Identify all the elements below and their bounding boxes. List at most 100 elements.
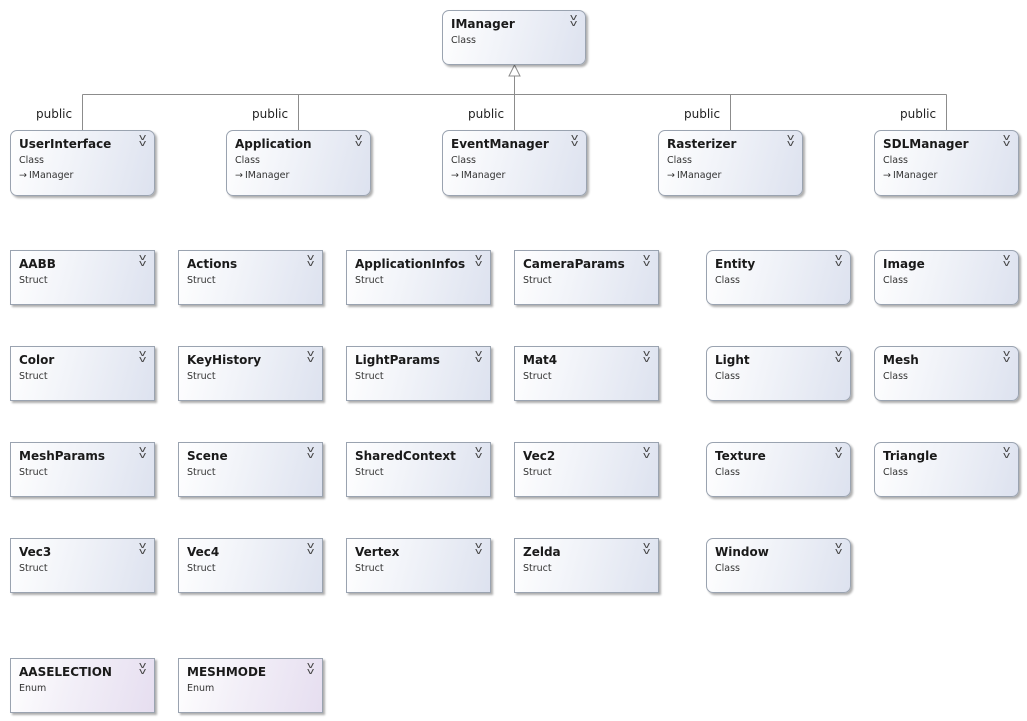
node-kind: Class (235, 155, 260, 166)
node-name: Scene (187, 449, 228, 463)
node-name: Entity (715, 257, 756, 271)
node-name: ApplicationInfos (355, 257, 466, 271)
node-kind: Class (715, 371, 740, 382)
node-name: MeshParams (19, 449, 105, 463)
node-kind: Struct (355, 371, 384, 382)
node-name: Color (19, 353, 55, 367)
node-kind: Struct (187, 275, 216, 286)
node-kind: Struct (523, 275, 552, 286)
relation-label-userinterface: public (36, 107, 73, 121)
node-name: LightParams (355, 353, 440, 367)
node-kind: Class (451, 155, 476, 166)
node-kind: Class (715, 563, 740, 574)
node-name: AABB (19, 257, 56, 271)
node-kind: Struct (19, 467, 48, 478)
node-name: Application (235, 137, 312, 151)
node-base: →IManager (883, 170, 938, 181)
relation-label-rasterizer: public (684, 107, 721, 121)
node-name: Light (715, 353, 750, 367)
arrow-right-icon: → (667, 170, 675, 181)
relation-label-application: public (252, 107, 289, 121)
node-name: Vec3 (19, 545, 52, 559)
node-kind: Class (451, 35, 476, 46)
node-name: Image (883, 257, 925, 271)
node-name: MESHMODE (187, 665, 267, 679)
arrow-right-icon: → (451, 170, 459, 181)
node-name: KeyHistory (187, 353, 262, 367)
node-name: Rasterizer (667, 137, 737, 151)
node-kind: Class (715, 275, 740, 286)
node-kind: Struct (19, 275, 48, 286)
node-kind: Struct (355, 275, 384, 286)
node-name: EventManager (451, 137, 549, 151)
node-kind: Struct (187, 563, 216, 574)
node-name: UserInterface (19, 137, 112, 151)
node-base: →IManager (19, 170, 74, 181)
node-kind: Class (19, 155, 44, 166)
